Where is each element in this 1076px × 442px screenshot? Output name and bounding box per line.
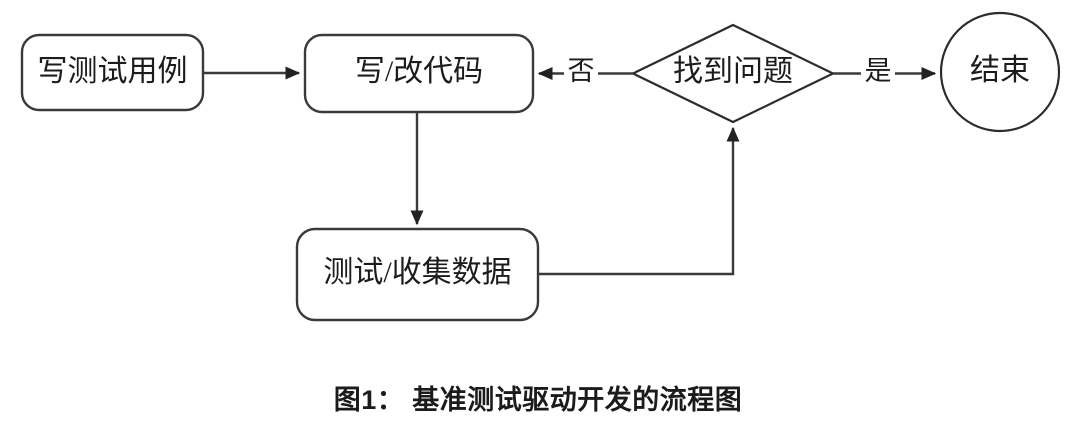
node-write-test-case[interactable]: 写测试用例 bbox=[20, 33, 205, 112]
edge-test-collect-data-to-found-problem bbox=[538, 126, 740, 276]
flowchart-canvas: 写测试用例 写/改代码 测试/收集数据 找到问题 结束 bbox=[20, 11, 1061, 322]
node-write-change-code-label: 写/改代码 bbox=[355, 55, 483, 88]
edge-label-no: 否 bbox=[568, 56, 595, 86]
figure-caption: 图1： 基准测试驱动开发的流程图 bbox=[333, 385, 743, 415]
node-write-change-code[interactable]: 写/改代码 bbox=[303, 33, 535, 114]
node-test-collect-data-label: 测试/收集数据 bbox=[323, 256, 511, 289]
node-test-collect-data[interactable]: 测试/收集数据 bbox=[295, 227, 540, 322]
node-found-problem[interactable]: 找到问题 bbox=[630, 23, 836, 124]
node-found-problem-label: 找到问题 bbox=[673, 55, 793, 88]
node-end-shape bbox=[939, 11, 1061, 133]
node-write-change-code-shape bbox=[303, 33, 535, 114]
node-found-problem-shape bbox=[630, 23, 836, 124]
node-end-label: 结束 bbox=[970, 54, 1030, 87]
node-write-test-case-label: 写测试用例 bbox=[38, 55, 188, 88]
edge-label-yes: 是 bbox=[865, 56, 892, 86]
node-end[interactable]: 结束 bbox=[939, 11, 1061, 133]
